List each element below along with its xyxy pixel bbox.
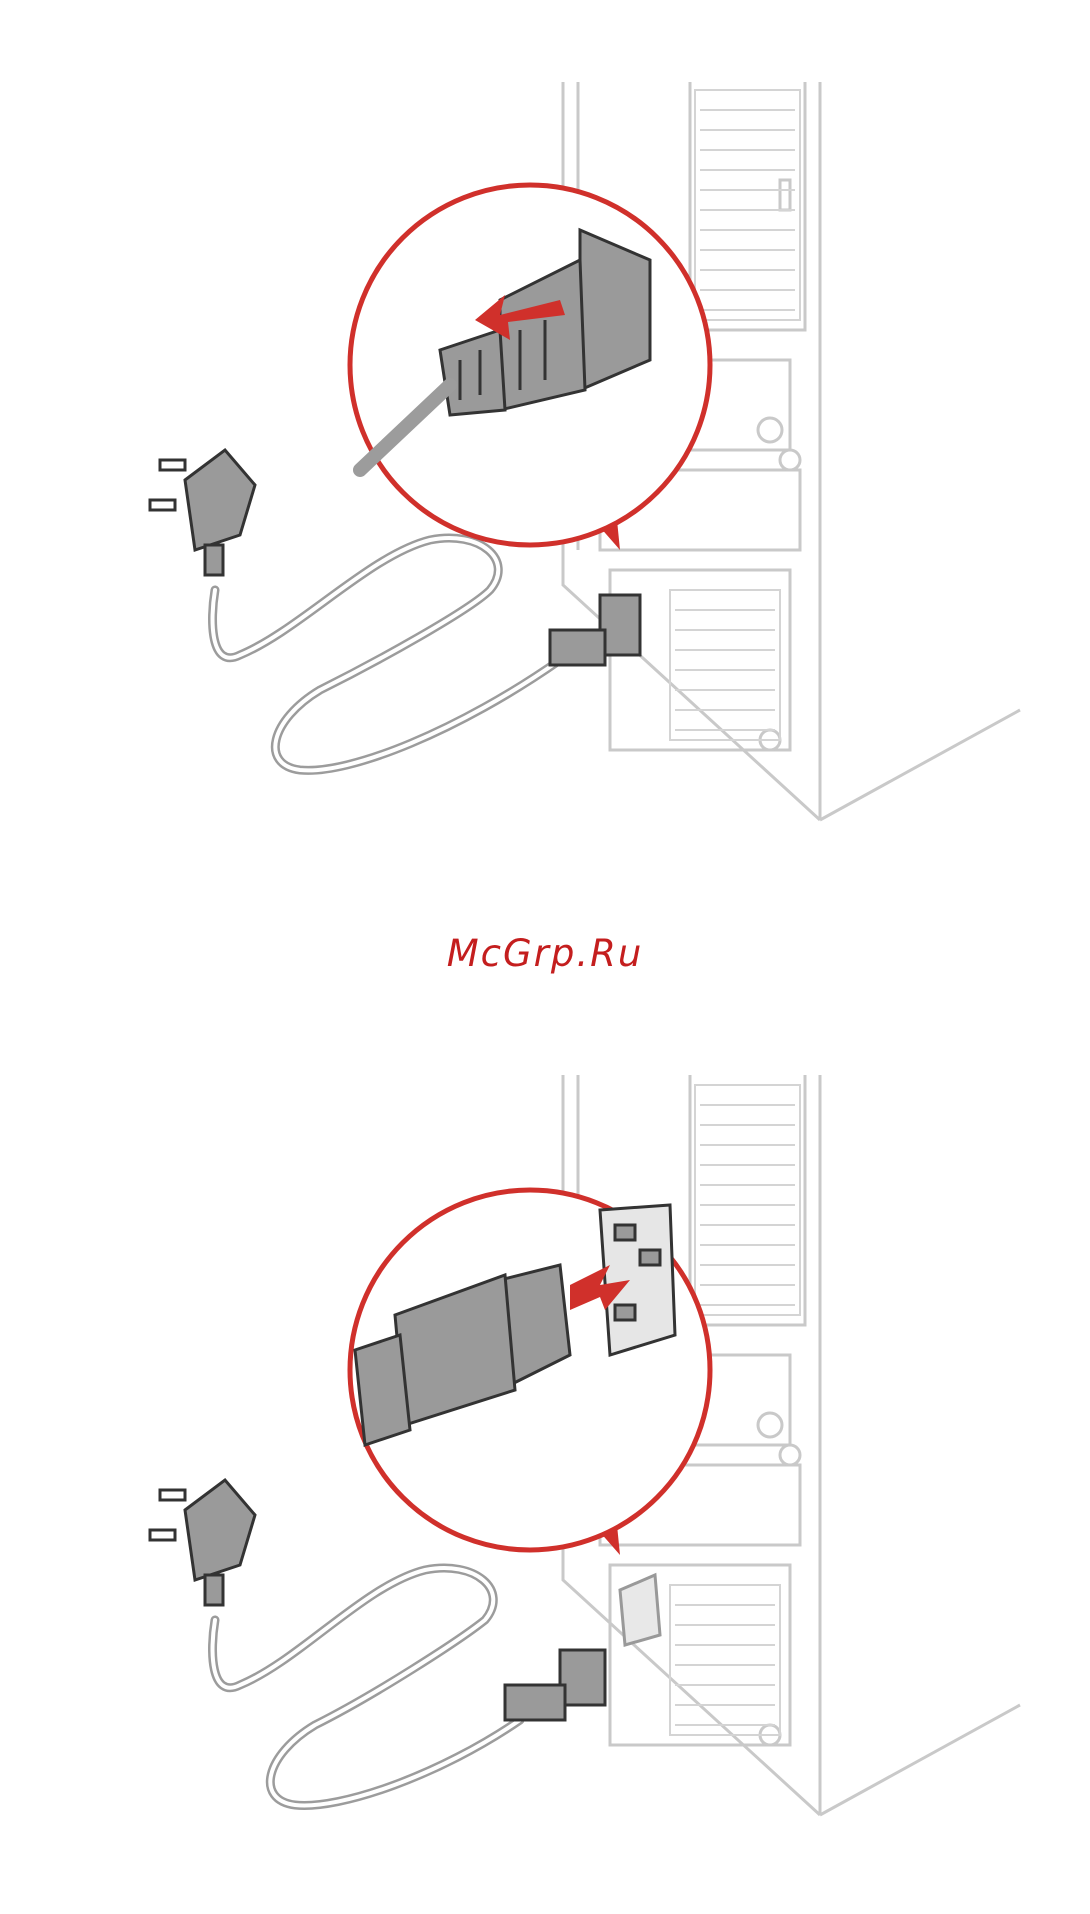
watermark-text: McGrp.Ru <box>0 932 1090 975</box>
wall-plug <box>150 1480 255 1605</box>
wall-plug <box>150 450 255 575</box>
device-plug-small <box>505 1650 605 1720</box>
zoom-callout <box>350 185 710 550</box>
disconnect-power-cord-illustration <box>0 30 1090 830</box>
power-inlet <box>620 1575 660 1645</box>
connect-power-cord-illustration <box>0 1035 1090 1835</box>
disconnect-illustration-svg <box>0 30 1090 830</box>
connect-illustration-svg <box>0 1035 1090 1835</box>
device-plug-small <box>550 595 640 665</box>
power-cable <box>213 1568 520 1805</box>
zoom-inlet-socket <box>600 1205 675 1355</box>
zoom-callout <box>350 1190 710 1555</box>
